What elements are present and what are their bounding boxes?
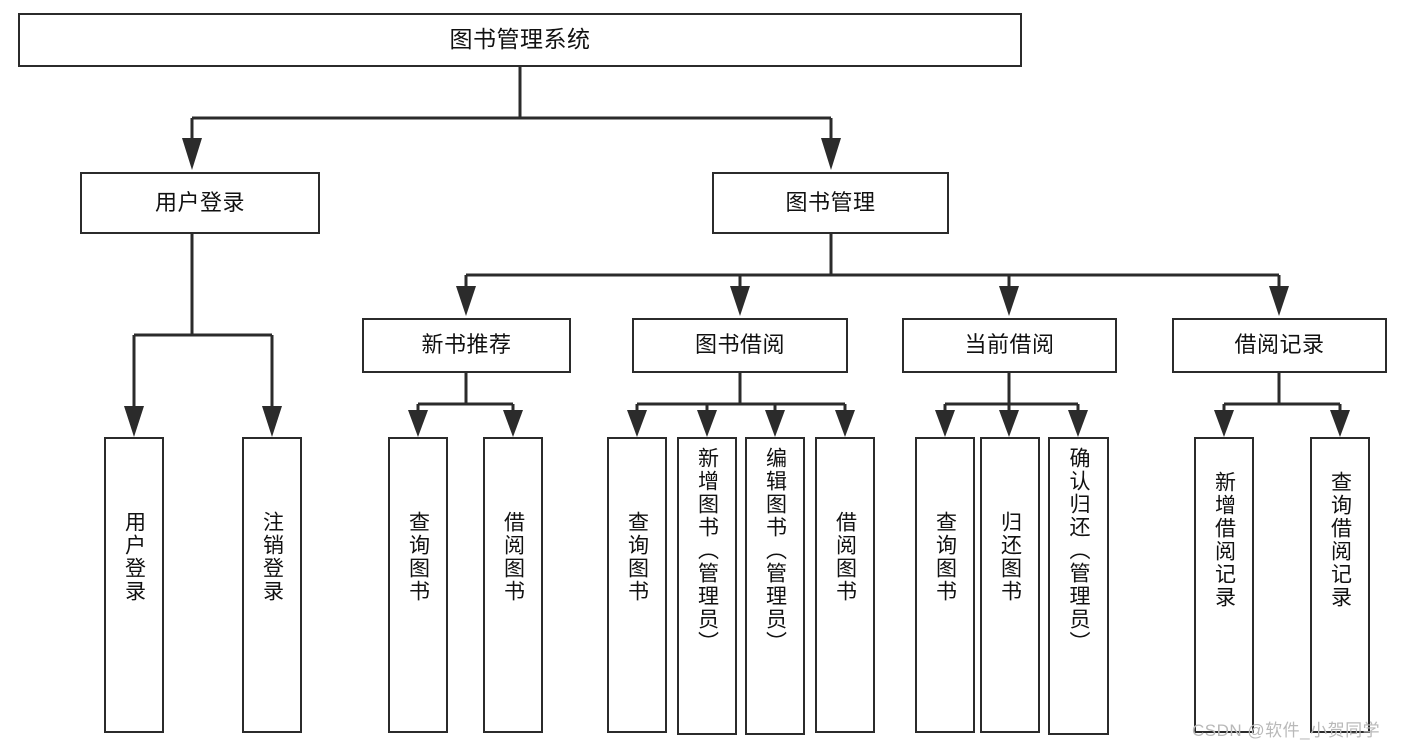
node-leaf-query-record-label: 查询借阅记录 [1328, 471, 1352, 609]
node-leaf-query-book-rec[interactable]: 查询图书 [388, 437, 448, 733]
arrow-leaf-borrow-book-b [835, 410, 855, 437]
arrow-book-manage [821, 138, 841, 170]
node-new-book-rec[interactable]: 新书推荐 [362, 318, 571, 373]
node-leaf-borrow-book-b[interactable]: 借阅图书 [815, 437, 875, 733]
node-leaf-add-record[interactable]: 新增借阅记录 [1194, 437, 1254, 733]
arrow-new-book-rec [456, 286, 476, 316]
node-borrow-record[interactable]: 借阅记录 [1172, 318, 1387, 373]
arrow-leaf-add-book [697, 410, 717, 437]
node-leaf-query-book-b-label: 查询图书 [625, 511, 649, 603]
node-borrow-record-label: 借阅记录 [1234, 332, 1325, 358]
node-book-borrow-label: 图书借阅 [694, 332, 785, 358]
arrow-leaf-user-login [124, 406, 144, 437]
arrow-leaf-query-record [1330, 410, 1350, 437]
arrow-leaf-confirm-return [1068, 410, 1088, 437]
node-book-manage[interactable]: 图书管理 [712, 172, 949, 234]
node-book-borrow[interactable]: 图书借阅 [632, 318, 848, 373]
arrow-leaf-add-record [1214, 410, 1234, 437]
arrow-leaf-edit-book [765, 410, 785, 437]
arrow-leaf-logout [262, 406, 282, 437]
node-current-borrow-label: 当前借阅 [964, 332, 1055, 358]
node-user-login-label: 用户登录 [154, 189, 245, 215]
arrow-borrow-record [1269, 286, 1289, 316]
node-leaf-user-login-label: 用户登录 [122, 511, 146, 603]
node-leaf-user-login[interactable]: 用户登录 [104, 437, 164, 733]
node-leaf-confirm-return-label: 确认归还（管理员） [1067, 447, 1090, 654]
node-leaf-return-book-label: 归还图书 [998, 511, 1022, 603]
arrow-book-borrow [730, 286, 750, 316]
node-leaf-query-book-c-label: 查询图书 [933, 511, 957, 603]
node-user-login[interactable]: 用户登录 [80, 172, 320, 234]
node-leaf-logout-label: 注销登录 [260, 511, 284, 603]
node-leaf-edit-book-label: 编辑图书（管理员） [763, 447, 787, 654]
arrow-leaf-query-book-c [935, 410, 955, 437]
node-leaf-borrow-book-rec[interactable]: 借阅图书 [483, 437, 543, 733]
node-leaf-add-record-label: 新增借阅记录 [1212, 471, 1236, 609]
node-leaf-return-book[interactable]: 归还图书 [980, 437, 1040, 733]
node-current-borrow[interactable]: 当前借阅 [902, 318, 1117, 373]
node-leaf-confirm-return[interactable]: 确认归还（管理员） [1048, 437, 1109, 735]
node-root[interactable]: 图书管理系统 [18, 13, 1022, 67]
node-leaf-borrow-book-b-label: 借阅图书 [833, 511, 857, 603]
node-leaf-logout[interactable]: 注销登录 [242, 437, 302, 733]
node-leaf-add-book-label: 新增图书（管理员） [695, 447, 719, 654]
node-leaf-query-book-c[interactable]: 查询图书 [915, 437, 975, 733]
arrow-user-login [182, 138, 202, 170]
node-leaf-query-book-rec-label: 查询图书 [406, 511, 430, 603]
arrow-leaf-query-book-b [627, 410, 647, 437]
node-new-book-rec-label: 新书推荐 [421, 332, 512, 358]
node-leaf-borrow-book-rec-label: 借阅图书 [501, 511, 525, 603]
arrow-leaf-query-book-rec [408, 410, 428, 437]
arrow-leaf-return-book [999, 410, 1019, 437]
node-root-label: 图书管理系统 [449, 26, 591, 53]
arrow-leaf-borrow-book-rec [503, 410, 523, 437]
node-book-manage-label: 图书管理 [785, 189, 876, 215]
node-leaf-edit-book[interactable]: 编辑图书（管理员） [745, 437, 805, 735]
node-leaf-query-book-b[interactable]: 查询图书 [607, 437, 667, 733]
node-leaf-add-book[interactable]: 新增图书（管理员） [677, 437, 737, 735]
arrow-current-borrow [999, 286, 1019, 316]
node-leaf-query-record[interactable]: 查询借阅记录 [1310, 437, 1370, 733]
